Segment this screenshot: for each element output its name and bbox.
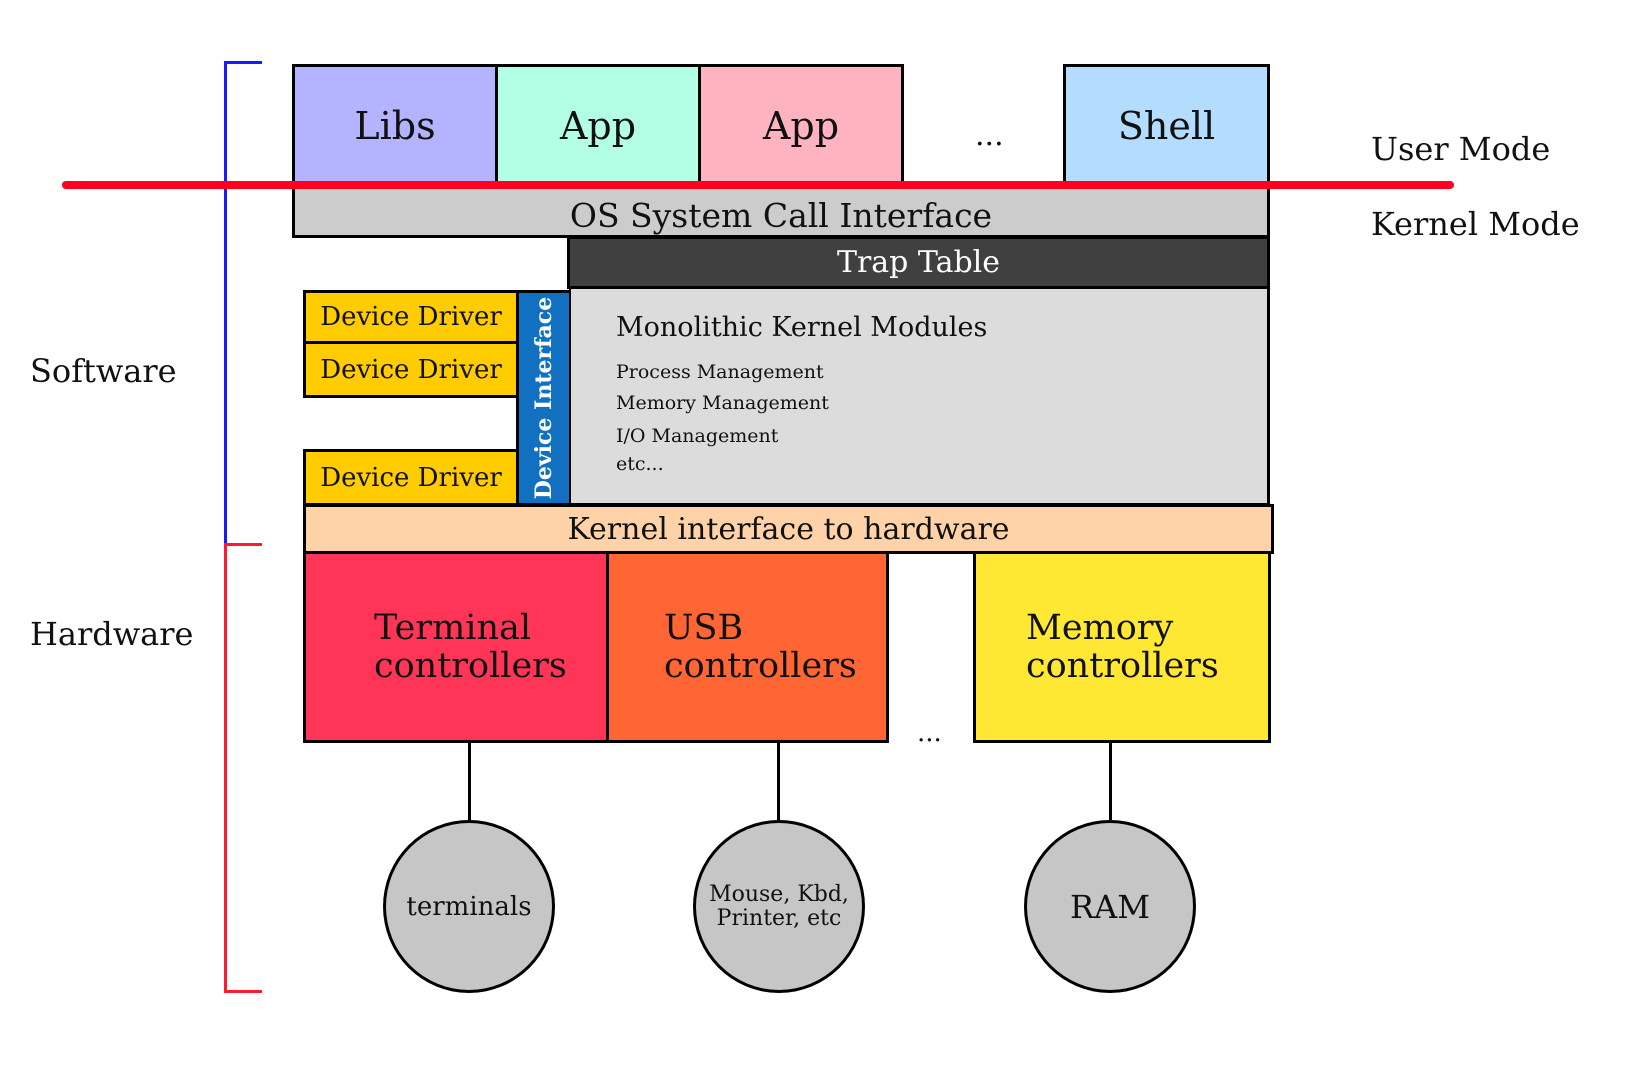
device-interface-label: Device Interface	[531, 296, 558, 500]
memory-connector	[1109, 742, 1112, 822]
trap-table: Trap Table	[567, 236, 1270, 289]
kernel-modules-title: Monolithic Kernel Modules	[616, 312, 988, 343]
kernel-hardware-interface: Kernel interface to hardware	[303, 504, 1274, 554]
app-box-2: App	[698, 64, 904, 188]
terminal-connector	[468, 742, 471, 822]
usb-controllers: USB controllers	[606, 551, 889, 743]
device-driver-label-1: Device Driver	[320, 302, 502, 332]
terminal-controllers-line2: controllers	[374, 646, 567, 686]
module-item: I/O Management	[616, 425, 779, 447]
memory-controllers-line1: Memory	[1026, 608, 1174, 648]
peripherals-device: Mouse, Kbd, Printer, etc	[693, 820, 865, 993]
usb-connector	[777, 742, 780, 822]
user-kernel-mode-divider	[62, 181, 1454, 189]
kernel-mode-label: Kernel Mode	[1371, 205, 1580, 243]
app-label-1: App	[559, 104, 637, 148]
user-space-ellipsis: ...	[975, 118, 1004, 153]
device-interface: Device Interface	[516, 290, 572, 506]
device-driver-label-2: Device Driver	[320, 354, 502, 385]
kernel-modules-box: Monolithic Kernel Modules Process Manage…	[569, 286, 1270, 506]
user-mode-label: User Mode	[1371, 130, 1551, 168]
ram-device: RAM	[1024, 820, 1196, 993]
hardware-bracket	[224, 543, 227, 993]
ram-device-label: RAM	[1070, 887, 1150, 926]
device-driver-label-3: Device Driver	[320, 462, 502, 493]
peripherals-device-line1: Mouse, Kbd,	[709, 881, 849, 907]
app-box-1: App	[495, 64, 701, 188]
hardware-ellipsis: ...	[917, 718, 942, 748]
terminals-device: terminals	[383, 820, 555, 993]
module-item: etc...	[616, 453, 664, 475]
software-label: Software	[30, 352, 177, 390]
trap-table-label: Trap Table	[836, 245, 1001, 280]
libs-box: Libs	[292, 64, 498, 188]
terminal-controllers: Terminal controllers	[303, 551, 609, 743]
software-bracket	[224, 61, 227, 544]
libs-label: Libs	[354, 104, 436, 148]
kernel-hardware-interface-label: Kernel interface to hardware	[567, 511, 1010, 547]
memory-controllers: Memory controllers	[973, 551, 1271, 743]
device-driver-2: Device Driver	[303, 341, 519, 398]
usb-controllers-line2: controllers	[664, 646, 857, 686]
shell-box: Shell	[1063, 64, 1270, 188]
module-item: Process Management	[616, 361, 824, 383]
hardware-label: Hardware	[30, 615, 194, 653]
memory-controllers-line2: controllers	[1026, 646, 1219, 686]
device-driver-1: Device Driver	[303, 290, 519, 344]
usb-controllers-line1: USB	[664, 608, 744, 648]
syscall-interface: OS System Call Interface	[292, 185, 1270, 238]
app-label-2: App	[762, 104, 840, 148]
hardware-bracket-cap-bottom	[224, 990, 262, 993]
shell-label: Shell	[1117, 104, 1216, 148]
hardware-bracket-cap-top	[224, 543, 262, 546]
peripherals-device-line2: Printer, etc	[716, 905, 842, 931]
terminals-device-label: terminals	[406, 891, 532, 922]
syscall-interface-label: OS System Call Interface	[569, 196, 993, 235]
module-item: Memory Management	[616, 392, 829, 414]
terminal-controllers-line1: Terminal	[374, 608, 532, 648]
software-bracket-cap	[224, 61, 262, 64]
device-driver-3: Device Driver	[303, 449, 519, 506]
